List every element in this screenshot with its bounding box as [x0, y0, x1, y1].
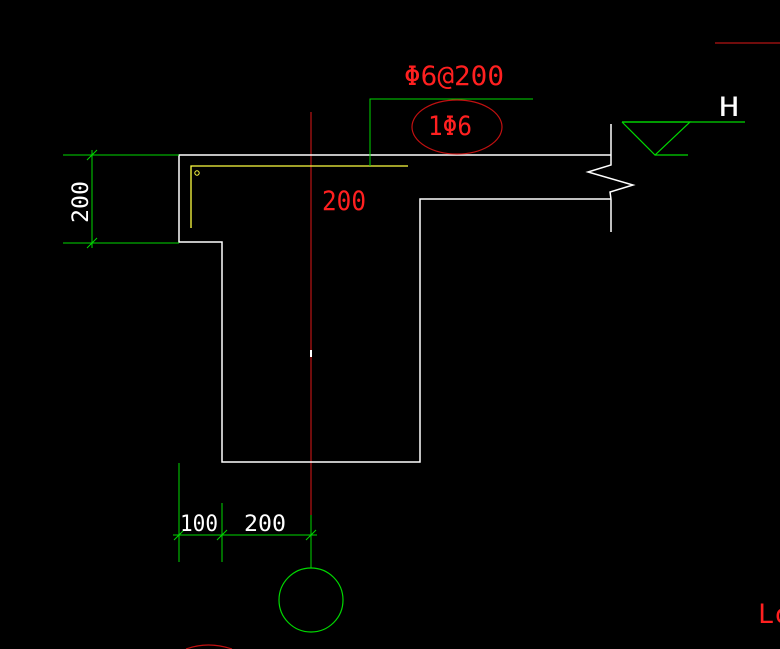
- bottom-dimension-chain: [173, 463, 317, 568]
- rebar-leader: [369, 98, 533, 166]
- level-symbol: [621, 121, 745, 156]
- rebar-spec-label: Φ6@200: [404, 61, 504, 92]
- level-marker-label: H: [719, 92, 739, 123]
- slab-thickness-label: 200: [69, 181, 94, 223]
- slab-thickness-dimension: [63, 149, 179, 249]
- beam-width-dimension-label: 200: [244, 512, 286, 537]
- axis-bubble: [278, 567, 344, 633]
- offset-dimension-label: 100: [180, 512, 218, 537]
- partial-highlight-ellipse: [185, 644, 233, 649]
- rebar-count-label: 1Φ6: [428, 111, 472, 142]
- edge-text-label: Lc: [758, 599, 780, 630]
- rebar-hook: [190, 165, 408, 228]
- rebar-count-highlight: [411, 99, 503, 155]
- concrete-section-outline: [178, 124, 636, 463]
- web-width-label: 200: [322, 186, 366, 217]
